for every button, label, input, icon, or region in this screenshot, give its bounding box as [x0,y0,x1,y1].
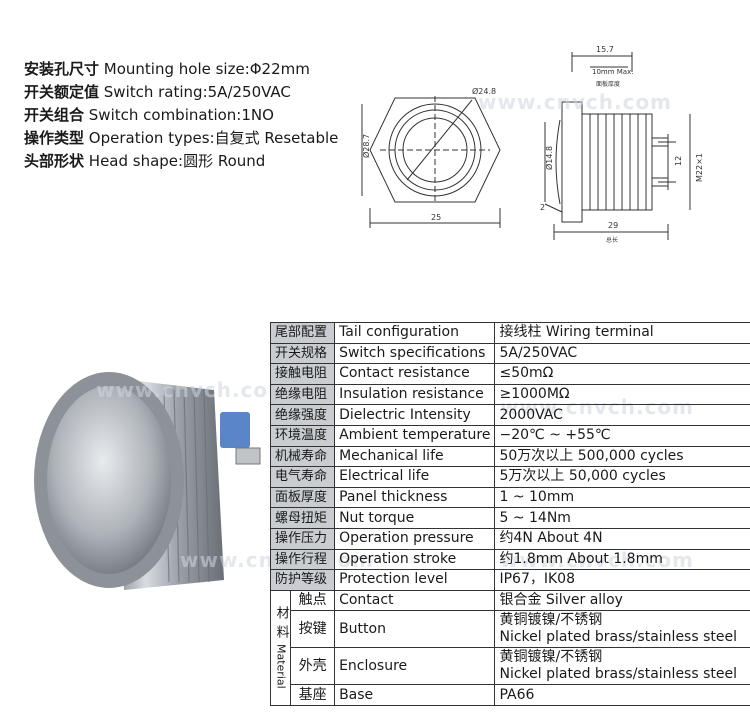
spec-line: 开关额定值 Switch rating:5A/250VAC [24,83,291,101]
dim-thread: M22×1 [695,153,704,182]
dim-total: 15.7 [596,45,614,54]
dim-pin: 12 [674,156,683,166]
spec-line: 安装孔尺寸 Mounting hole size:Φ22mm [24,60,310,78]
front-view-drawing: Ø24.8 25 Ø28.7 [361,86,501,228]
side-view-drawing: 15.7 10mm Max. 面板厚度 29 总长 2 Ø14.8 M22×1 … [540,45,704,244]
spec-line: 开关组合 Switch combination:1NO [24,106,274,124]
material-row: 材料 Material 触点 Contact 银合金 Silver alloy [269,589,750,706]
dim-length-zh: 总长 [606,236,618,244]
watermark: www.cnvch.com [478,90,673,114]
dim-dia: Ø14.8 [544,146,554,170]
material-label-en: Material [274,644,288,690]
dim-height: 2 [540,203,545,212]
spec-summary: 安装孔尺寸 Mounting hole size:Φ22mm 开关额定值 Swi… [24,58,338,173]
product-photo [34,372,261,590]
dim-panel-zh: 面板厚度 [596,80,620,88]
material-row: 基座 Base PA66 [271,684,750,706]
dim-outer: Ø28.7 [361,134,371,158]
dim-panel: 10mm Max. [592,68,633,76]
watermark: www.cnvch.com [96,378,291,402]
material-label: 材料 Material [269,589,292,706]
material-label-zh: 材料 [273,606,289,645]
spec-line: 头部形状 Head shape:圆形 Round [24,152,266,170]
spec-line: 操作类型 Operation types:自复式 Resetable [24,129,339,147]
dim-width: 25 [431,213,441,222]
dim-inner: Ø24.8 [472,86,496,96]
dim-length: 29 [608,221,618,230]
